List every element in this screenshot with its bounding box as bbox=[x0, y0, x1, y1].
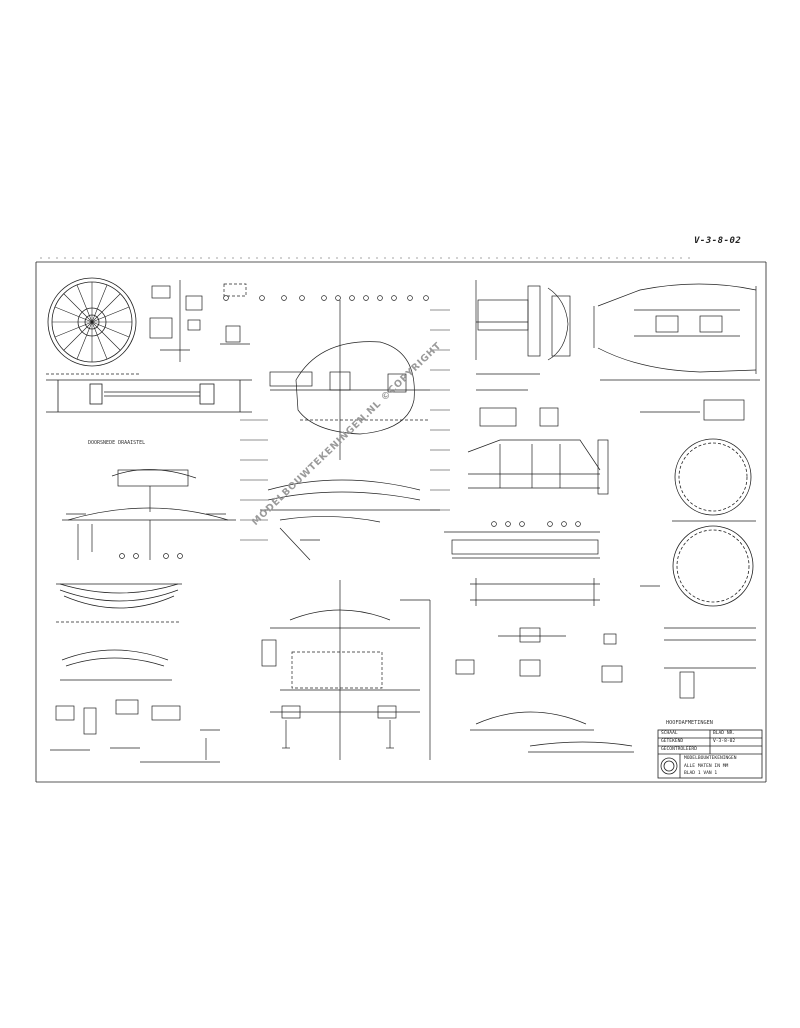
coupler-beam bbox=[593, 283, 760, 421]
detail-parts-lowerright bbox=[455, 585, 756, 753]
title-block-scale-label: SCHAAL bbox=[661, 731, 678, 736]
title-block-header: HOOFDAFMETINGEN bbox=[666, 720, 713, 726]
bogie-side-frame bbox=[475, 280, 571, 427]
title-block-company: MODELBOUWTEKENINGEN bbox=[684, 756, 737, 761]
bogie-assembly-lower bbox=[261, 580, 431, 760]
title-block-checked-label: GECONTROLEERD bbox=[661, 747, 697, 752]
title-block-units-note: ALLE MATEN IN MM bbox=[684, 764, 729, 769]
title-block-drawn-label: GETEKEND bbox=[661, 739, 684, 744]
leaf-springs-left bbox=[56, 583, 182, 681]
bogie-frame-top-view bbox=[240, 300, 450, 561]
bogie-section-label: DOORSNEDE DRAAISTEL bbox=[88, 440, 146, 446]
sheet-border bbox=[35, 257, 767, 783]
brake-rigging bbox=[444, 439, 609, 606]
title-block-sheet-count: BLAD 1 VAN 1 bbox=[684, 771, 718, 776]
bogie-section-left bbox=[62, 469, 236, 560]
wheel-front-view bbox=[46, 277, 140, 375]
drawing-number: V-3-8-02 bbox=[694, 236, 742, 246]
detail-parts-lowerleft bbox=[50, 699, 220, 763]
rivet-row bbox=[223, 295, 429, 301]
title-block-drawing-number: V-3-8-02 bbox=[713, 739, 736, 744]
axle-side-view bbox=[46, 379, 252, 413]
wheel-rim-views bbox=[672, 438, 756, 607]
title-block-sheet-label: BLAD NR. bbox=[713, 731, 736, 736]
detail-parts-topleft bbox=[149, 280, 250, 362]
company-seal-icon bbox=[660, 757, 678, 775]
title-block-frame bbox=[657, 729, 763, 779]
